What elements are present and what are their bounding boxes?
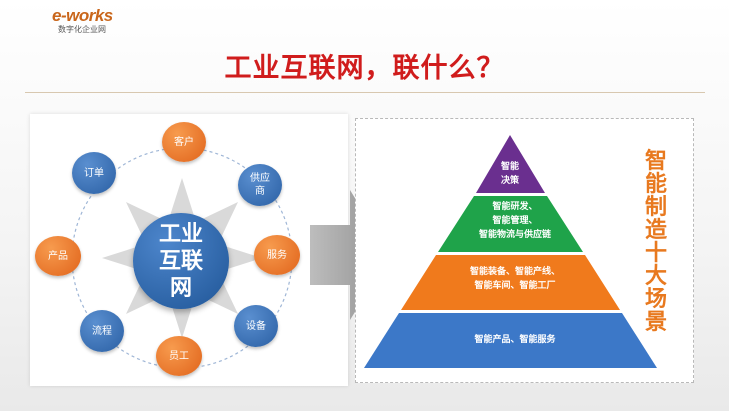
- tier-3-label: 智能装备、智能产线、 智能车间、智能工厂: [430, 265, 600, 293]
- tier-2-label: 智能研发、 智能管理、 智能物流与供应链: [450, 200, 580, 242]
- node-supplier: 供应 商: [238, 164, 282, 206]
- node-order: 订单: [72, 152, 116, 194]
- logo-subtitle: 数字化企业网: [58, 25, 106, 34]
- pyramid-tier-3: [401, 255, 620, 310]
- node-employee: 员工: [156, 336, 202, 376]
- center-line-3: 网: [169, 275, 192, 301]
- node-process: 流程: [80, 310, 124, 352]
- node-supplier-line-1: 供应: [250, 173, 270, 184]
- tier-3-line-1: 智能装备、智能产线、: [469, 267, 560, 277]
- node-product: 产品: [35, 236, 81, 276]
- side-title-char: 能: [644, 172, 667, 197]
- title-divider: [25, 92, 705, 93]
- tier-2-line-1: 智能研发、: [492, 202, 538, 212]
- pyramid-tier-1: [476, 135, 545, 193]
- side-title-smart-manufacturing: 智 能 制 造 十 大 场 景: [641, 150, 671, 334]
- node-equipment: 设备: [234, 305, 278, 347]
- tier-3-line-2: 智能车间、智能工厂: [474, 281, 556, 291]
- node-supplier-line-2: 商: [255, 186, 265, 197]
- side-title-char: 十: [644, 241, 667, 266]
- side-title-char: 造: [644, 218, 667, 243]
- tier-1-label: 智能 决策: [480, 160, 540, 188]
- tier-2-line-3: 智能物流与供应链: [478, 230, 551, 240]
- tier-2-line-2: 智能管理、: [492, 216, 538, 226]
- side-title-char: 场: [644, 287, 667, 312]
- tier-1-line-1: 智能: [500, 162, 519, 172]
- center-industrial-internet: 工业 互联 网: [133, 213, 229, 309]
- center-line-1: 工业: [158, 221, 203, 247]
- side-title-char: 景: [644, 310, 667, 335]
- node-customer: 客户: [162, 122, 206, 162]
- pyramid-tier-4: [364, 313, 657, 368]
- logo-mark: e-works: [52, 6, 113, 25]
- page-title: 工业互联网，联什么？: [224, 53, 505, 84]
- tier-4-label: 智能产品、智能服务: [430, 333, 600, 347]
- center-line-2: 互联: [158, 248, 203, 274]
- pyramid-tier-2: [438, 196, 583, 252]
- tier-4-line-1: 智能产品、智能服务: [474, 335, 556, 345]
- side-title-char: 大: [644, 264, 667, 289]
- node-service: 服务: [254, 235, 300, 275]
- side-title-char: 制: [644, 195, 667, 220]
- tier-1-line-2: 决策: [500, 176, 519, 186]
- side-title-char: 智: [644, 149, 667, 174]
- logo: e-works 数字化企业网: [52, 6, 142, 46]
